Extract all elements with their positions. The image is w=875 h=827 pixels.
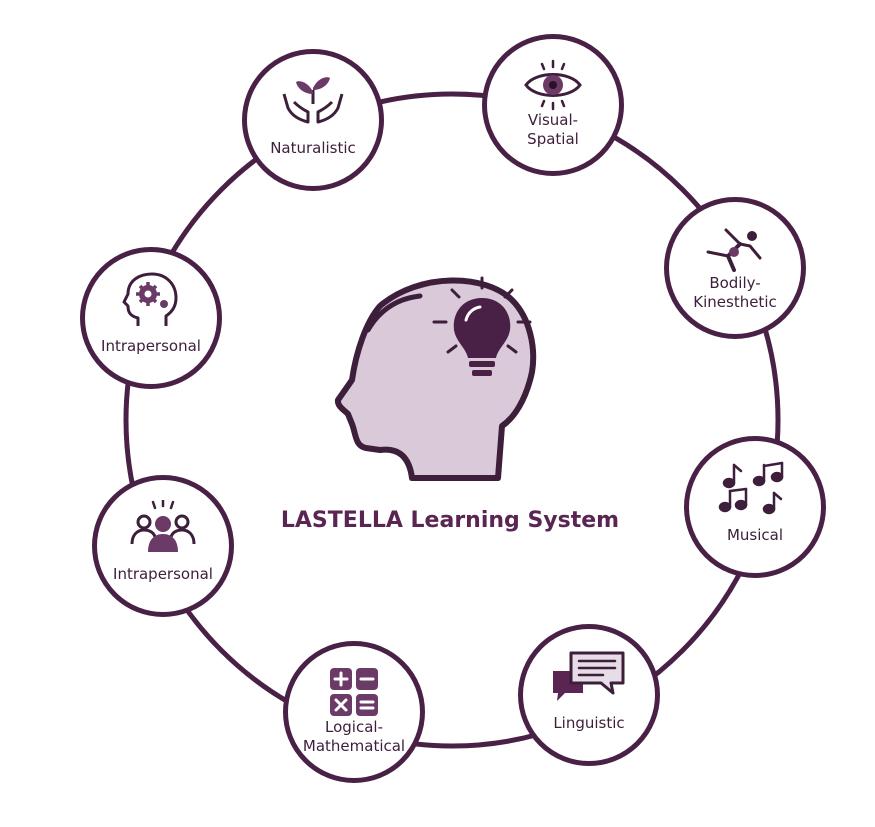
interpersonal-label: Intrapersonal [113, 565, 213, 583]
music-notes-icon [718, 461, 784, 515]
gymnast-icon [706, 228, 762, 272]
calculator-icon [330, 668, 378, 716]
visual-label-line1: Visual- [527, 111, 579, 129]
speech-bubbles-icon [553, 651, 625, 701]
musical-label: Musical [726, 526, 784, 544]
naturalistic-label: Naturalistic [270, 139, 356, 157]
linguistic-label: Linguistic [553, 714, 625, 732]
node-visual-spatial: Visual- Spatial [482, 34, 624, 176]
head-gear-icon [122, 272, 178, 326]
hands-plant-icon [282, 77, 344, 124]
node-naturalistic: Naturalistic [242, 49, 384, 191]
logical-mathematical-label: Logical- Mathematical [288, 718, 420, 756]
bodily-label-line2: Kinesthetic [693, 293, 777, 311]
node-musical: Musical [684, 436, 826, 578]
node-linguistic: Linguistic [518, 624, 660, 766]
node-logical-mathematical: Logical- Mathematical [283, 641, 425, 783]
node-intrapersonal: Intrapersonal [80, 247, 222, 389]
intrapersonal-label: Intrapersonal [101, 337, 201, 355]
bodily-kinesthetic-label: Bodily- Kinesthetic [669, 274, 801, 312]
logical-label-line2: Mathematical [302, 737, 406, 755]
visual-spatial-label: Visual- Spatial [487, 111, 619, 149]
group-icon [130, 500, 196, 552]
system-title: LASTELLA Learning System [280, 508, 620, 533]
eye-icon [524, 59, 582, 111]
node-interpersonal: Intrapersonal [92, 475, 234, 617]
bodily-label-line1: Bodily- [709, 274, 761, 292]
visual-label-line2: Spatial [527, 130, 579, 148]
node-bodily-kinesthetic: Bodily- Kinesthetic [664, 197, 806, 339]
logical-label-line1: Logical- [325, 718, 383, 736]
